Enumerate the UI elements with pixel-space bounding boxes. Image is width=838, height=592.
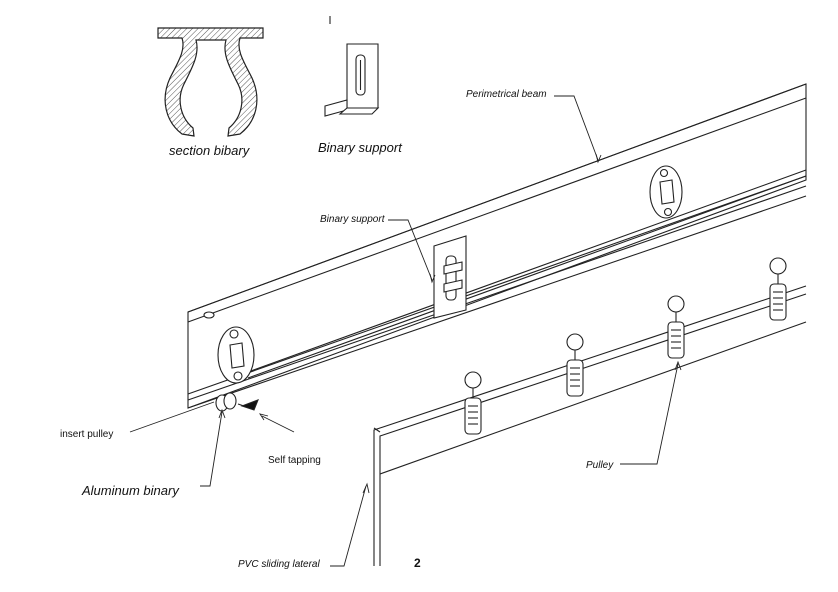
pvc-sliding-lateral-label: PVC sliding lateral — [238, 559, 320, 570]
aluminum-binary-label: Aluminum binary — [82, 483, 179, 498]
right-bracket-drawing — [649, 165, 683, 219]
section-bibary-label: section bibary — [169, 143, 250, 158]
insert-pulley-label: insert pulley — [60, 429, 114, 440]
pvc-panel-drawing — [373, 285, 807, 566]
pulley-drawing — [464, 257, 787, 435]
pulley-label: Pulley — [586, 460, 614, 471]
leader-lines — [129, 95, 682, 567]
perimetrical-beam-drawing — [187, 83, 807, 409]
left-bracket-drawing — [215, 326, 255, 412]
self-tapping-label: Self tapping — [268, 455, 321, 466]
binary-support-mid-label: Binary support — [320, 214, 385, 225]
mid-binary-support-drawing — [433, 235, 467, 319]
section-profile-drawing — [157, 27, 264, 137]
binary-support-part-drawing — [324, 16, 380, 117]
perimetrical-beam-label: Perimetrical beam — [466, 89, 547, 100]
page-number: 2 — [414, 556, 421, 570]
binary-support-top-label: Binary support — [318, 140, 402, 155]
screw-drawing — [237, 399, 259, 411]
